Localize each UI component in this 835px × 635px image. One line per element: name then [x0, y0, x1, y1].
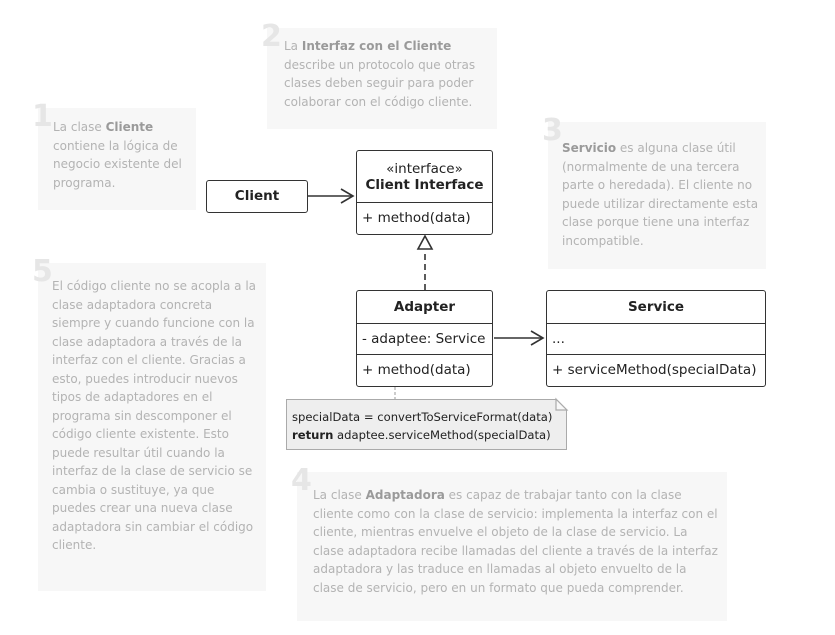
client-interface-header: «interface» Client Interface	[357, 151, 492, 202]
service-name: Service	[627, 299, 685, 315]
note-number: 1	[32, 99, 53, 134]
code-note: specialData = convertToServiceFormat(dat…	[286, 399, 567, 450]
client-interface-class: «interface» Client Interface + method(da…	[356, 150, 493, 235]
corner-edge	[555, 398, 568, 411]
note-5: 5 El código cliente no se acopla a la cl…	[32, 257, 266, 591]
code-line-2: return adaptee.serviceMethod(specialData…	[292, 428, 551, 442]
note-text: La clase Cliente contiene la lógica de n…	[53, 120, 182, 190]
return-keyword: return	[292, 428, 334, 442]
note-text: El código cliente no se acopla a la clas…	[52, 279, 257, 552]
note-3: 3 Servicio es alguna clase útil (normalm…	[542, 116, 766, 269]
code-line-1: specialData = convertToServiceFormat(dat…	[292, 410, 553, 424]
interface-stereotype: «interface»	[386, 160, 463, 177]
adapter-method: + method(data)	[357, 354, 492, 385]
service-field: ...	[547, 323, 765, 354]
note-number: 3	[542, 113, 563, 148]
adaptee-arrowhead	[530, 330, 545, 346]
adapter-name: Adapter	[393, 299, 456, 315]
client-class-name: Client	[234, 188, 280, 204]
service-class: Service ... + serviceMethod(specialData)	[546, 290, 766, 387]
association-arrowhead	[340, 188, 355, 204]
realization-triangle	[416, 234, 434, 250]
client-class: Client	[206, 180, 308, 213]
note-text: Servicio es alguna clase útil (normalmen…	[562, 141, 759, 248]
client-interface-name: Client Interface	[365, 176, 484, 193]
note-1: 1 La clase Cliente contiene la lógica de…	[32, 102, 196, 210]
note-4: 4 La clase Adaptadora es capaz de trabaj…	[291, 466, 727, 621]
note-2: 2 La Interfaz con el Cliente describe un…	[261, 22, 497, 129]
note-text: La clase Adaptadora es capaz de trabajar…	[313, 488, 718, 595]
service-method: + serviceMethod(specialData)	[547, 354, 765, 385]
adapter-class: Adapter - adaptee: Service + method(data…	[356, 290, 493, 387]
note-number: 2	[261, 19, 282, 54]
note-text: La Interfaz con el Cliente describe un p…	[284, 39, 476, 109]
note-number: 5	[32, 254, 53, 289]
note-number: 4	[291, 463, 312, 498]
adapter-field: - adaptee: Service	[357, 323, 492, 354]
client-interface-method: + method(data)	[357, 202, 492, 233]
